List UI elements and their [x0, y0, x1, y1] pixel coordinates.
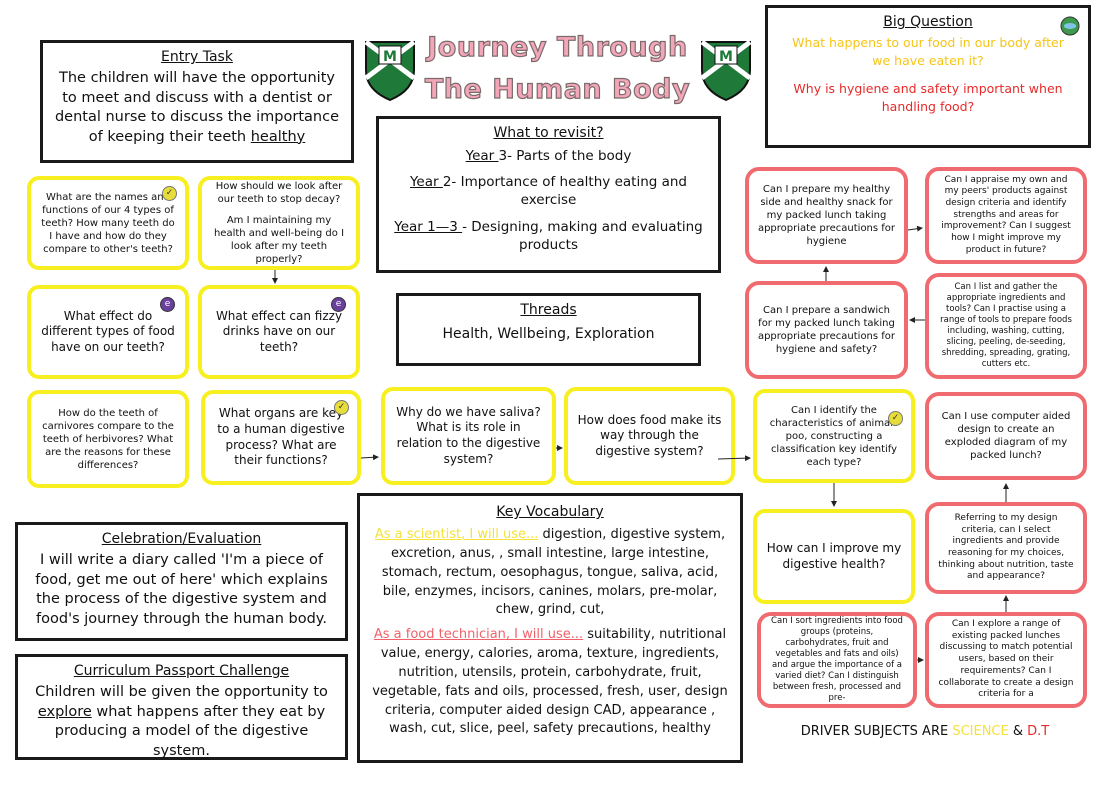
passport-text: Children will be given the opportunity t… [18, 683, 345, 761]
dt-question-3: Can I prepare a sandwich for my packed l… [745, 281, 908, 379]
entry-task-text-underlined: healthy [250, 128, 306, 145]
revisit-year2-label: Year [409, 174, 443, 191]
entry-task-text-main: The children will have the opportunity t… [54, 70, 340, 145]
science-question-4-text: What effect can fizzy drinks have on our… [215, 308, 343, 354]
big-question-q2: Why is hygiene and safety important when… [793, 81, 1063, 115]
driver-subjects-prefix: DRIVER SUBJECTS ARE [800, 724, 953, 739]
science-question-6: What organs are key to a human digestive… [201, 390, 361, 485]
threads-panel: Threads Health, Wellbeing, Exploration [396, 293, 701, 366]
dt-question-3-text: Can I prepare a sandwich for my packed l… [757, 305, 896, 355]
science-vocabulary-words: digestion, digestive system, excretion, … [381, 527, 726, 618]
page-title-line1: Journey Through [427, 31, 688, 63]
dt-question-1-text: Can I prepare my healthy side and health… [757, 184, 896, 247]
dt-question-7-text: Can I sort ingredients into food groups … [771, 615, 903, 704]
revisit-year1-text: - Designing, making and evaluating produ… [462, 218, 703, 253]
science-question-9-text: Can I identify the characteristics of an… [769, 404, 899, 468]
dt-question-5-text: Can I use computer aided design to creat… [941, 411, 1071, 461]
key-vocabulary-title: Key Vocabulary [496, 504, 604, 520]
entry-task-title: Entry Task [161, 49, 233, 65]
science-question-2b-text: Am I maintaining my health and well-bein… [213, 215, 345, 265]
revisit-year2: Year 2- Importance of healthy eating and… [379, 173, 718, 209]
science-symbol-icon: ✓ [888, 411, 903, 426]
dt-symbol-icon: e [160, 297, 175, 312]
science-vocabulary-label: As a scientist, I will use... [374, 527, 539, 542]
celebration-title: Celebration/Evaluation [101, 531, 262, 547]
passport-text-c: what happens after they eat by producing… [54, 703, 326, 759]
school-shield-icon-right: M [700, 40, 752, 102]
science-symbol-icon: ✓ [162, 186, 177, 201]
science-question-8-text: How does food make its way through the d… [577, 412, 722, 458]
revisit-year1-label: Year 1—3 [394, 218, 463, 235]
science-question-5-text: How do the teeth of carnivores compare t… [42, 407, 174, 471]
science-question-5: How do the teeth of carnivores compare t… [27, 390, 189, 488]
science-question-7-text: Why do we have saliva? What is its role … [396, 404, 541, 466]
dt-question-7: Can I sort ingredients into food groups … [757, 612, 917, 708]
entry-task-text: The children will have the opportunity t… [43, 69, 351, 147]
science-question-3: What effect do different types of food h… [27, 285, 189, 379]
passport-text-underlined: explore [37, 703, 92, 720]
science-question-1: What are the names and functions of our … [27, 176, 189, 270]
science-question-10: How can I improve my digestive health? [753, 509, 915, 604]
dt-question-6: Referring to my design criteria, can I s… [925, 502, 1087, 594]
school-shield-icon-left: M [364, 40, 416, 102]
dt-vocabulary-label: As a food technician, I will use... [373, 627, 584, 643]
science-question-3-text: What effect do different types of food h… [41, 308, 175, 354]
science-question-9: Can I identify the characteristics of an… [753, 389, 915, 483]
key-vocabulary-panel: Key Vocabulary As a scientist, I will us… [357, 493, 743, 763]
dt-vocabulary: As a food technician, I will use... suit… [360, 626, 740, 739]
big-question-q1: What happens to our food in our body aft… [792, 35, 1064, 69]
threads-title: Threads [520, 302, 577, 318]
passport-title: Curriculum Passport Challenge [73, 663, 290, 679]
science-question-1-text: What are the names and functions of our … [41, 191, 175, 255]
revisit-year1: Year 1—3 - Designing, making and evaluat… [379, 218, 718, 254]
revisit-title: What to revisit? [493, 125, 604, 141]
entry-task-panel: Entry Task The children will have the op… [40, 40, 354, 163]
globe-icon [1060, 16, 1080, 36]
revisit-year3-text: 3- Parts of the body [498, 148, 632, 164]
science-question-2a-text: How should we look after our teeth to st… [215, 181, 343, 205]
celebration-panel: Celebration/Evaluation I will write a di… [15, 522, 348, 641]
dt-question-4-text: Can I list and gather the appropriate in… [940, 281, 1072, 370]
driver-subjects: DRIVER SUBJECTS ARE SCIENCE & D.T [760, 724, 1090, 739]
driver-subjects-amp: & [1008, 724, 1028, 739]
dt-question-2-text: Can I appraise my own and my peers' prod… [941, 174, 1071, 255]
science-question-4: What effect can fizzy drinks have on our… [198, 285, 360, 379]
shield-letter: M [719, 49, 733, 65]
science-question-2: How should we look after our teeth to st… [198, 176, 360, 270]
passport-panel: Curriculum Passport Challenge Children w… [15, 654, 348, 760]
dt-question-5: Can I use computer aided design to creat… [925, 392, 1087, 480]
dt-question-6-text: Referring to my design criteria, can I s… [938, 512, 1074, 582]
revisit-year3: Year 3- Parts of the body [379, 147, 718, 165]
revisit-year3-label: Year [465, 148, 499, 164]
science-vocabulary: As a scientist, I will use... digestion,… [360, 526, 740, 620]
driver-subject-science: SCIENCE [952, 724, 1009, 739]
dt-question-4: Can I list and gather the appropriate in… [925, 273, 1087, 379]
dt-question-2: Can I appraise my own and my peers' prod… [925, 167, 1087, 264]
science-question-8: How does food make its way through the d… [564, 387, 735, 485]
page-title-line2: The Human Body [424, 73, 691, 105]
driver-subject-dt: D.T [1027, 724, 1050, 739]
big-question-title: Big Question [883, 14, 973, 30]
science-question-10-text: How can I improve my digestive health? [766, 540, 902, 571]
shield-letter: M [383, 49, 397, 65]
passport-text-a: Children will be given the opportunity t… [35, 684, 328, 700]
science-question-7: Why do we have saliva? What is its role … [381, 387, 556, 485]
dt-question-1: Can I prepare my healthy side and health… [745, 167, 908, 264]
threads-text: Health, Wellbeing, Exploration [442, 326, 655, 342]
science-symbol-icon: ✓ [334, 400, 349, 415]
dt-vocabulary-words: suitability, nutritional value, energy, … [372, 627, 728, 737]
dt-question-8-text: Can I explore a range of existing packed… [938, 619, 1074, 700]
celebration-text: I will write a diary called 'I'm a piece… [35, 552, 328, 627]
dt-symbol-icon: e [331, 297, 346, 312]
revisit-year2-text: 2- Importance of healthy eating and exer… [442, 174, 688, 209]
dt-question-8: Can I explore a range of existing packed… [925, 612, 1087, 708]
big-question-panel: Big Question What happens to our food in… [765, 5, 1091, 148]
revisit-panel: What to revisit? Year 3- Parts of the bo… [376, 116, 721, 273]
science-question-6-text: What organs are key to a human digestive… [217, 406, 345, 468]
